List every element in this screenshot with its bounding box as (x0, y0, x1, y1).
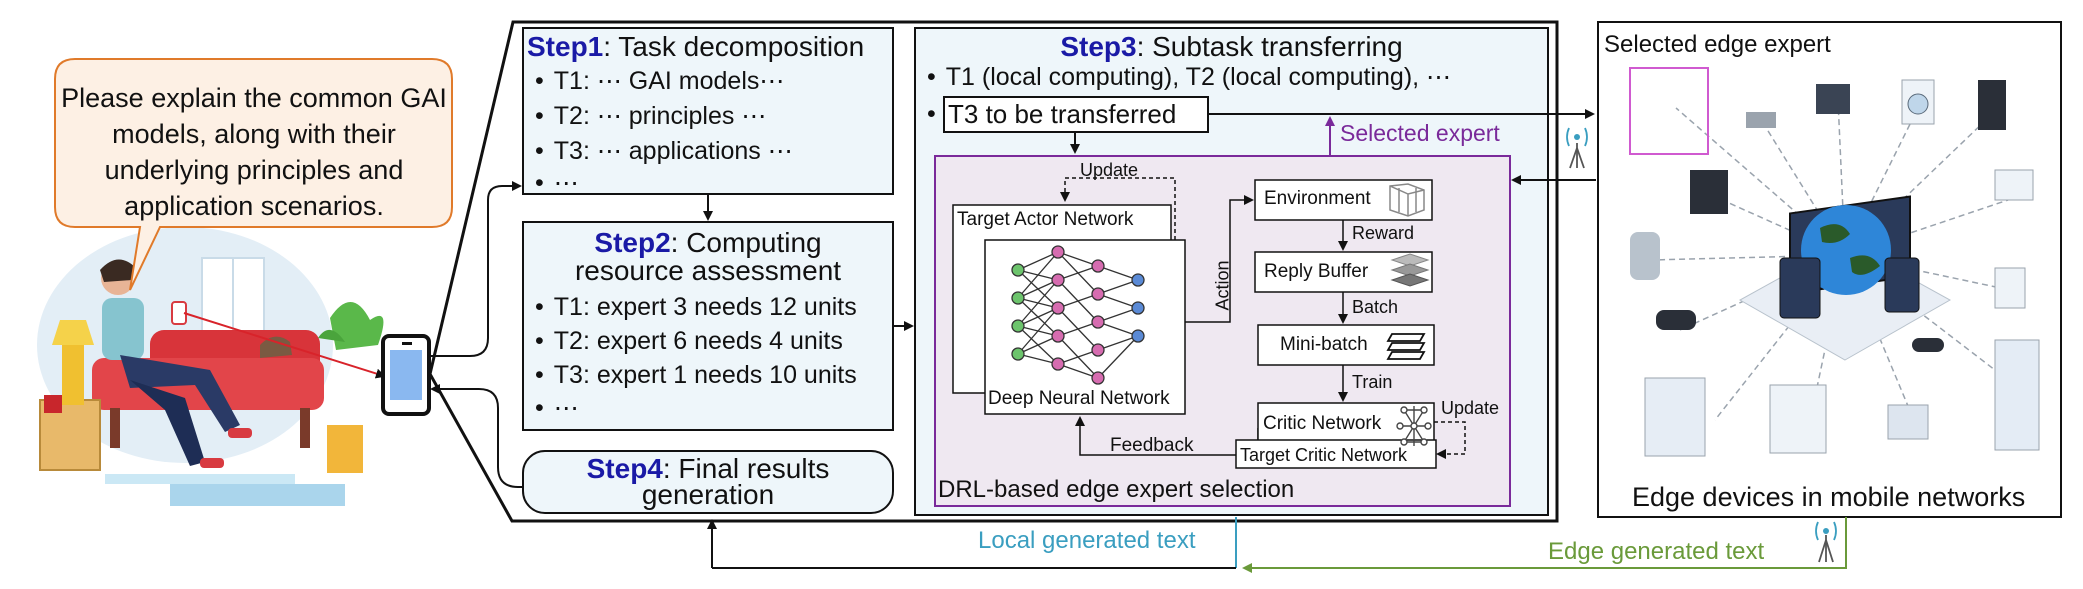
selected-edge-expert-label: Selected edge expert (1604, 31, 1831, 58)
action-label: Action (1212, 260, 1233, 311)
user-illustration (37, 227, 386, 506)
step2-item: T1: expert 3 needs 12 units (535, 293, 857, 322)
environment-cube-icon (1389, 183, 1425, 217)
step1-item: ⋯ (535, 168, 579, 198)
dnn-label: Deep Neural Network (988, 388, 1170, 409)
batch-label: Batch (1352, 297, 1399, 317)
step1-heading: Step1: Task decomposition (527, 31, 864, 63)
neural-net-icon (1011, 245, 1145, 385)
buffer-stack-icon (1390, 253, 1430, 287)
phone-icon (381, 334, 431, 416)
antenna-icon (1566, 127, 1588, 169)
edge-devices-caption: Edge devices in mobile networks (1632, 482, 2026, 512)
feedback-label: Feedback (1110, 435, 1194, 456)
local-generated-text-label: Local generated text (978, 527, 1196, 554)
step1-title: : Task decomposition (603, 31, 865, 62)
reply-buffer-label: Reply Buffer (1264, 261, 1369, 282)
step4-title-line1: : Final results (662, 453, 830, 484)
selected-expert-label: Selected expert (1340, 120, 1500, 146)
edge-devices-illustration (1629, 67, 2040, 457)
step2-item: T2: expert 6 needs 4 units (535, 327, 843, 356)
antenna-icon-bottom (1815, 521, 1837, 563)
step2-title-line1: : Computing (670, 227, 822, 258)
reward-label: Reward (1352, 223, 1415, 243)
step2-heading: Step2: Computing (523, 228, 893, 258)
environment-label: Environment (1264, 188, 1371, 209)
step3-label: Step3 (1060, 31, 1137, 62)
step3-bullet: • (927, 100, 936, 128)
user-query-text: Please explain the common GAI models, al… (61, 83, 447, 221)
step2-label: Step2 (594, 227, 671, 258)
update-right-label: Update (1441, 398, 1500, 418)
target-critic-label: Target Critic Network (1240, 445, 1408, 465)
edge-generated-text-label: Edge generated text (1548, 538, 1765, 565)
critic-network-icon (1396, 406, 1432, 446)
step4-title-line2: generation (641, 479, 775, 510)
mini-batch-label: Mini-batch (1280, 334, 1368, 355)
step1-item: T1: ⋯ GAI models⋯ (535, 66, 785, 96)
drl-title: DRL-based edge expert selection (938, 476, 1295, 503)
critic-network-label: Critic Network (1263, 413, 1382, 434)
step2-item: ⋯ (535, 393, 579, 423)
step2-item: T3: expert 1 needs 10 units (535, 361, 857, 390)
query-bubble (54, 58, 453, 291)
step2-title-line2: resource assessment (574, 255, 842, 286)
step4-heading: Step4: Final results (523, 455, 893, 483)
step3-local-line: T1 (local computing), T2 (local computin… (927, 62, 1451, 92)
step3-title: : Subtask transferring (1136, 31, 1403, 62)
update-top-label: Update (1080, 160, 1139, 180)
step3-heading: Step3: Subtask transferring (915, 31, 1548, 63)
train-label: Train (1352, 372, 1393, 392)
step1-label: Step1 (527, 31, 604, 62)
minibatch-layers-icon (1386, 333, 1426, 360)
target-actor-label: Target Actor Network (957, 209, 1134, 230)
step1-item: T2: ⋯ principles ⋯ (535, 101, 767, 131)
main-frame (428, 20, 1559, 523)
step4-label: Step4 (586, 453, 663, 484)
step1-item: T3: ⋯ applications ⋯ (535, 136, 793, 166)
t3-transfer-box: T3 to be transferred (948, 99, 1177, 129)
